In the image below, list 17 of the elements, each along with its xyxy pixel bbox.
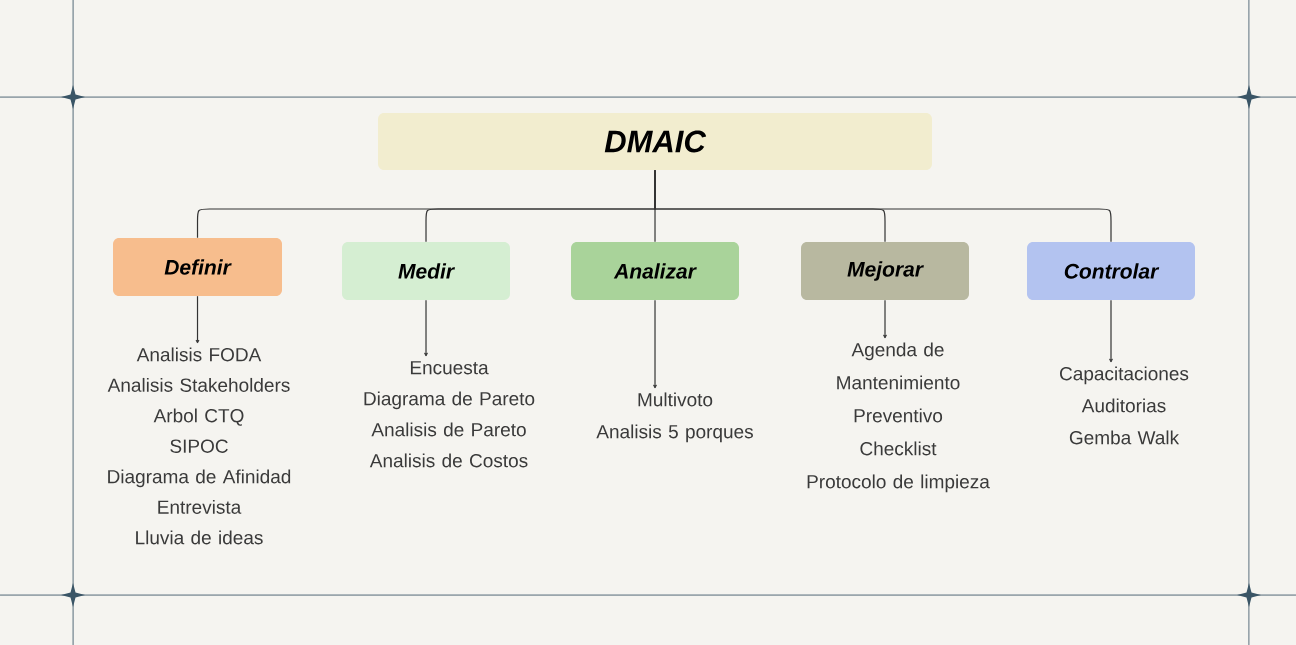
phase-box: Medir <box>342 242 510 300</box>
phase-box: Analizar <box>571 242 739 300</box>
title-box: DMAIC <box>378 113 932 170</box>
item-list: Capacitaciones Auditorias Gemba Walk <box>1060 366 1189 445</box>
phase-box: Definir <box>113 238 282 296</box>
phase-box: Mejorar <box>801 242 969 300</box>
arrow <box>195 295 200 344</box>
item-list: Encuesta Diagrama de Pareto Analisis de Pareto Analisis de Costos <box>364 361 535 468</box>
arrow <box>653 299 657 389</box>
arrow <box>883 299 887 339</box>
connector-line <box>654 169 1112 243</box>
arrow <box>1109 299 1113 363</box>
arrow <box>424 299 428 357</box>
item-list: Analisis FODA Analisis Stakeholders Arbol CTQ SIPOC Diagrama de Afinidad Entrevista Lluvia de ideas <box>107 347 291 545</box>
phase-box: Controlar <box>1027 242 1195 300</box>
item-list: Agenda de Mantenimiento Preventivo Checklist Protocolo de limpieza <box>807 342 990 493</box>
item-list: Multivoto Analisis 5 porques <box>596 392 753 443</box>
